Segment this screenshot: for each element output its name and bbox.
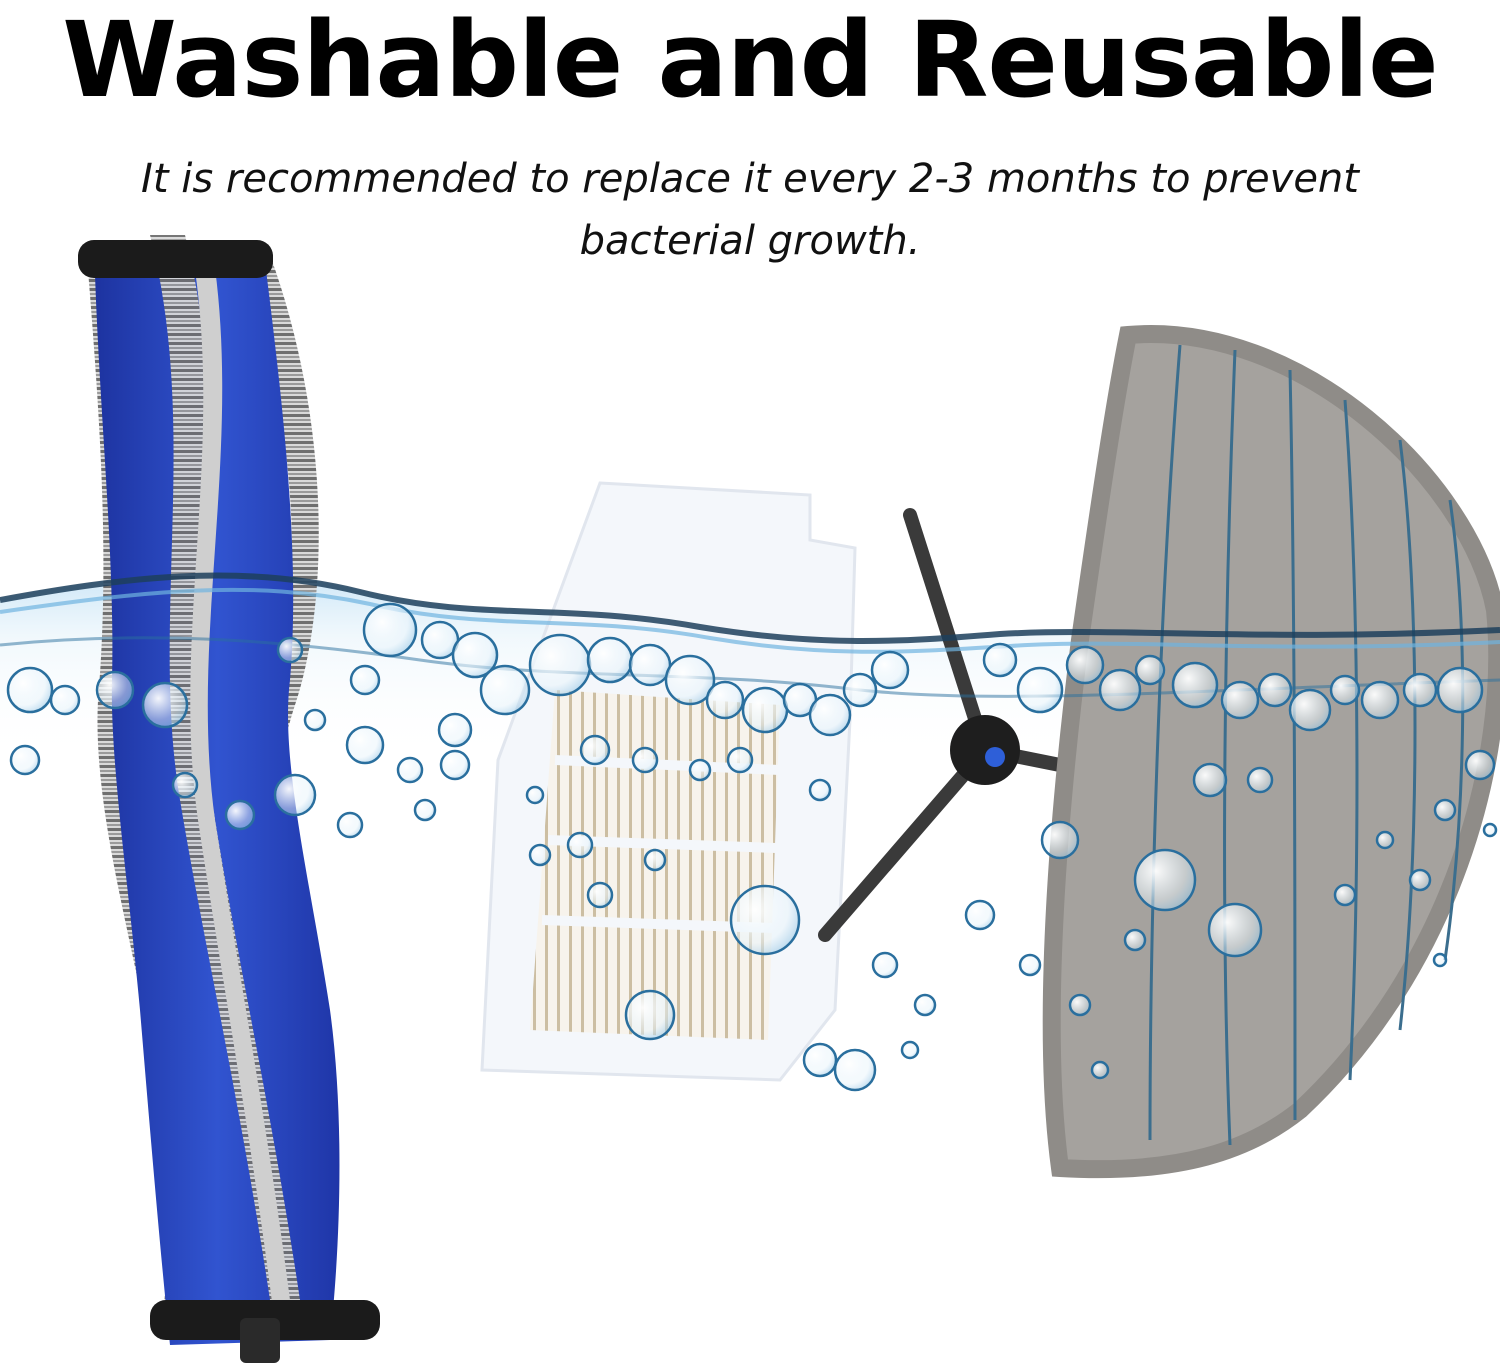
brush-top-cap [78,240,273,278]
roller-brush [78,235,380,1363]
bubbles [6,602,1498,1092]
water-line [0,572,1500,644]
subtitle: It is recommended to replace it every 2-… [141,156,1359,264]
hepa-filter [480,481,857,1082]
headline: Washable and Reusable [62,0,1438,121]
mop-pad [1042,325,1500,1179]
